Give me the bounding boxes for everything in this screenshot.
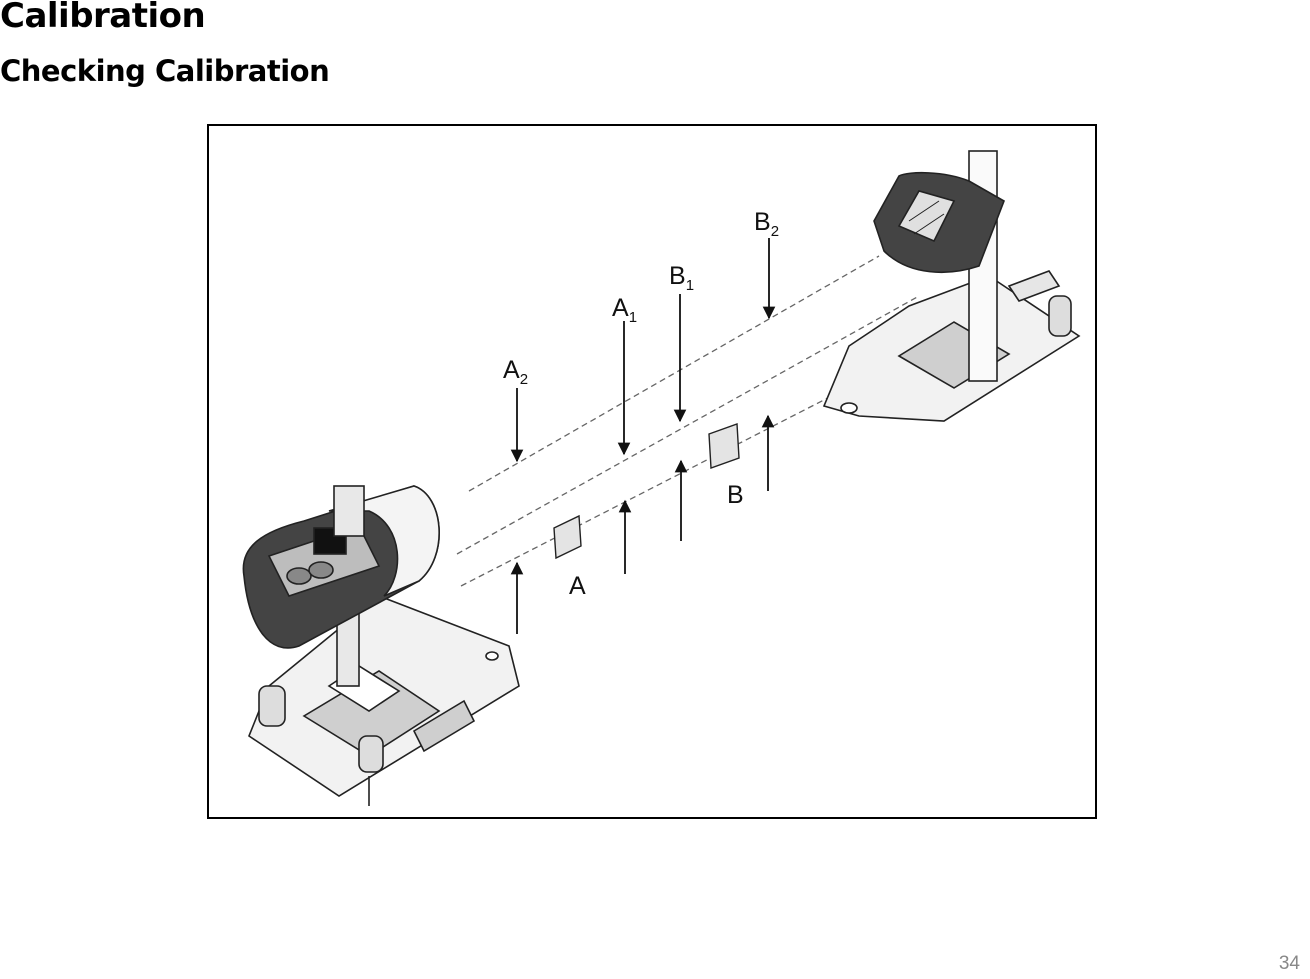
section-subtitle: Checking Calibration — [0, 54, 329, 88]
label-b2: B2 — [754, 208, 779, 240]
target-blocks — [554, 424, 739, 558]
right-mount-base — [824, 271, 1079, 421]
calibration-diagram: A2 A1 B1 B2 A B — [207, 124, 1097, 819]
page-title: Calibration — [0, 0, 205, 36]
label-a2: A2 — [503, 356, 528, 388]
page-number: 34 — [1279, 953, 1300, 975]
label-target-a: A — [569, 572, 586, 600]
calibration-illustration: A2 A1 B1 B2 A B — [209, 126, 1095, 817]
label-target-b: B — [727, 481, 744, 509]
laser-beams — [457, 256, 939, 586]
label-a1: A1 — [612, 294, 637, 326]
label-b1: B1 — [669, 262, 694, 294]
